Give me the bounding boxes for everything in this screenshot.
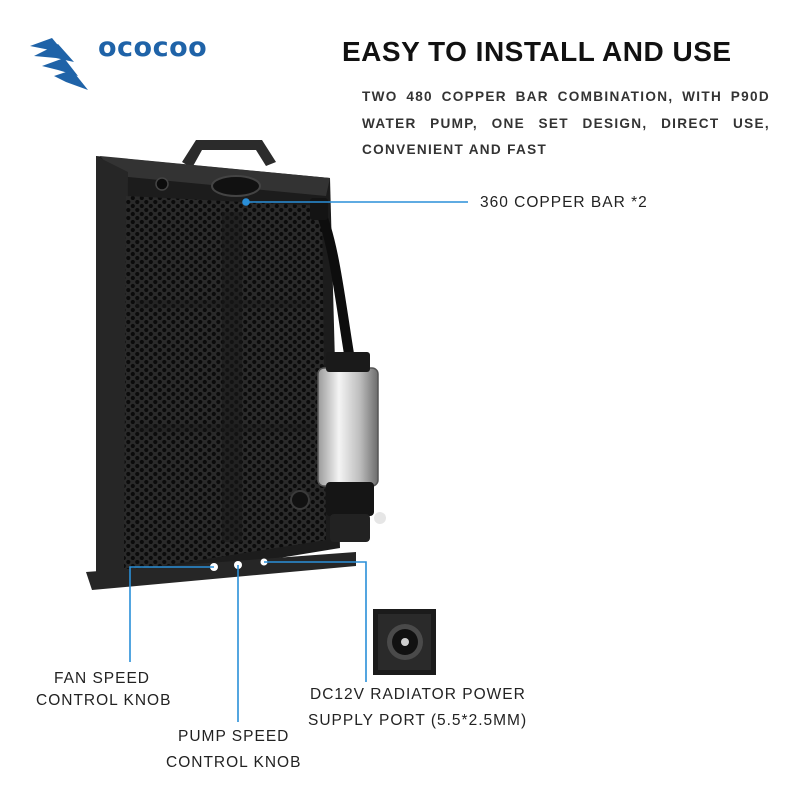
pump-knob-callout-line2: CONTROL KNOB <box>166 754 302 771</box>
power-port-image <box>373 609 436 675</box>
fan-knob-callout-line2: CONTROL KNOB <box>36 692 172 709</box>
copper-bar-callout: 360 COPPER BAR *2 <box>480 194 648 211</box>
headline: EASY TO INSTALL AND USE <box>342 36 732 67</box>
brand-logo-icon <box>30 38 88 90</box>
handle <box>182 140 276 168</box>
pump-knob-callout-line1: PUMP SPEED <box>178 728 290 745</box>
pump-reservoir <box>317 367 379 487</box>
power-port-callout-line2: SUPPLY PORT (5.5*2.5MM) <box>308 712 528 729</box>
power-port-callout-line1: DC12V RADIATOR POWER <box>310 686 526 703</box>
brand: ococoo <box>28 32 207 63</box>
callout-lines <box>129 198 468 722</box>
fan-knob-callout-line1: FAN SPEED <box>54 670 150 687</box>
subtitle: TWO 480 COPPER BAR COMBINATION, WITH P90… <box>362 89 770 157</box>
brand-name: ococoo <box>98 32 208 63</box>
